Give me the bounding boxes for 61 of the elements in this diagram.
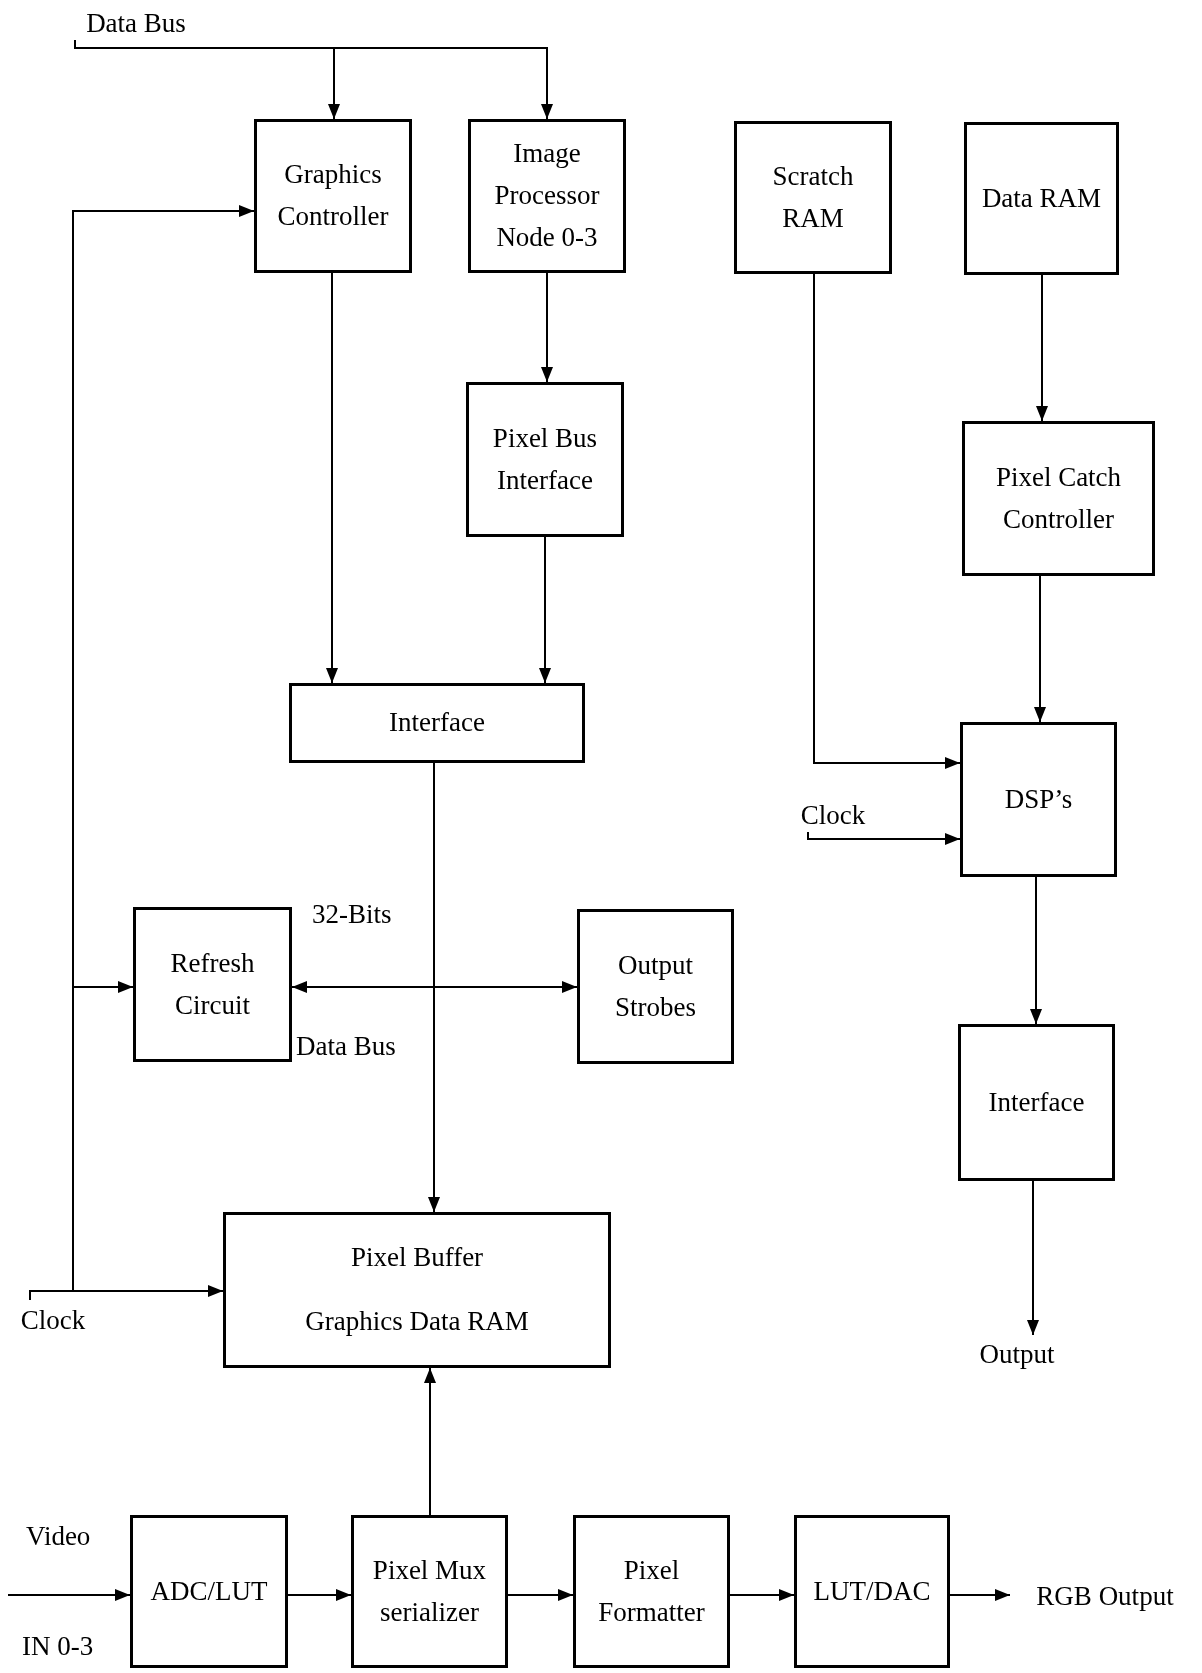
block-box [573,1515,730,1668]
arrow [326,272,338,684]
arrow [1027,1180,1039,1336]
block-label: Pixel Bus Interface [491,421,599,497]
arrow [291,981,578,993]
arrow [428,762,440,1213]
block-label: Pixel Catch Controller [994,460,1123,536]
arrow [813,273,961,769]
block-box [468,119,626,273]
block-box [351,1515,508,1668]
block-box [223,1212,611,1368]
block-box [960,722,1117,877]
signal-label: Clock [8,1300,98,1340]
arrow [29,1285,224,1301]
block-label: ADC/LUT [150,1574,268,1608]
arrow [287,1589,352,1601]
arrow [74,39,553,120]
signal-label: Video [26,1520,91,1553]
arrow [7,1589,131,1601]
signal-label: Output [962,1335,1072,1373]
arrow [539,536,551,684]
block-label: Interface [389,706,485,740]
block-box [254,119,412,273]
arrow [807,831,961,845]
block-box [964,122,1119,275]
block-label: Graphics Controller [276,158,390,233]
signal-label: RGB Output [1010,1578,1200,1614]
arrow [1034,575,1046,723]
block-box [958,1024,1115,1181]
block-label: LUT/DAC [813,1574,931,1608]
block-label: Pixel Mux serializer [371,1553,488,1629]
signal-label: Data Bus [296,1030,396,1063]
signal-label: 32-Bits [312,898,392,931]
arrow [541,272,553,383]
arrow [424,1367,436,1516]
arrow [949,1589,1011,1601]
block-box [289,683,585,763]
signal-label: Data Bus [66,6,206,40]
block-label: Refresh Circuit [169,946,256,1022]
block-label: Output Strobes [614,948,697,1024]
signal-label: Clock [786,798,880,832]
arrow [1030,876,1042,1025]
block-label: DSP’s [1004,782,1073,816]
block-label: Pixel Buffer [350,1241,484,1275]
block-box [130,1515,288,1668]
block-label: Graphics Data RAM [305,1305,529,1338]
block-box [466,382,624,537]
block-label: Image Processor Node 0-3 [493,137,601,254]
arrow [729,1589,795,1601]
block-label: Data RAM [981,181,1102,215]
block-box [577,909,734,1064]
signal-label: IN 0-3 [22,1630,94,1663]
block-label: Scratch RAM [771,159,855,235]
block-box [794,1515,950,1668]
block-label: Pixel Formatter [597,1553,706,1629]
block-box [962,421,1155,576]
arrow [1036,274,1048,422]
arrow [507,1589,574,1601]
block-box [133,907,292,1062]
block-box [734,121,892,274]
block-label: Interface [988,1085,1085,1119]
